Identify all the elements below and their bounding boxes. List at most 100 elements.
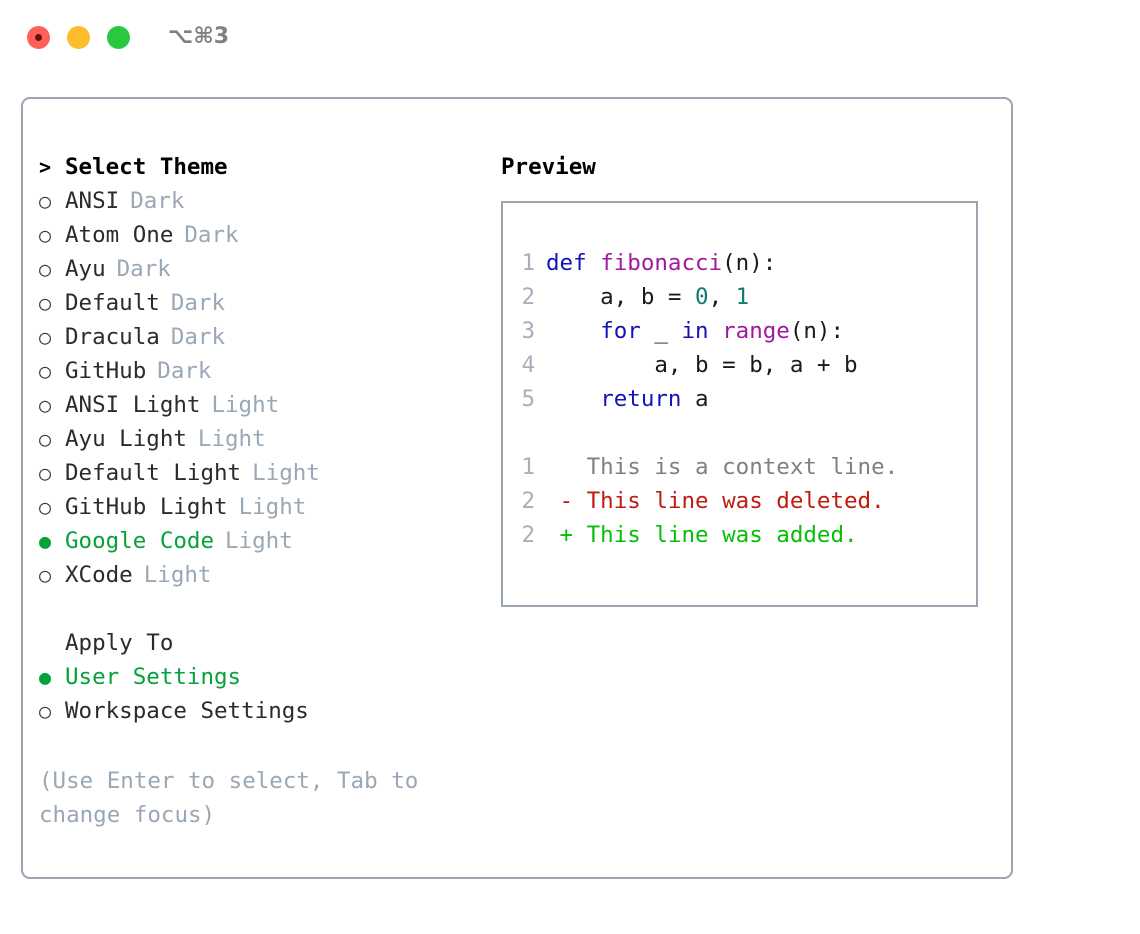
theme-name-label: Ayu Light xyxy=(65,426,187,452)
apply-to-list: ● User Settings ○Workspace Settings xyxy=(39,660,479,728)
theme-variant-badge: Dark xyxy=(130,188,185,214)
apply-to-title: Apply To xyxy=(65,630,174,656)
select-theme-heading: >Select Theme xyxy=(39,150,479,184)
code-token-num: 1 xyxy=(735,284,750,310)
theme-list-item[interactable]: ○ Default Light Light xyxy=(39,456,479,490)
code-line-number: 3 xyxy=(521,318,535,344)
code-token-kw: def xyxy=(546,250,601,276)
code-line-text: for _ in range(n): xyxy=(546,314,844,348)
code-token-num: 0 xyxy=(695,284,709,310)
theme-list-item[interactable]: ○ Atom One Dark xyxy=(39,218,479,252)
radio-selected-icon[interactable]: ● xyxy=(39,665,52,689)
code-token-fn: range xyxy=(722,318,790,344)
radio-unselected-icon[interactable]: ○ xyxy=(39,563,52,587)
theme-variant-badge: Dark xyxy=(184,222,239,248)
radio-unselected-icon[interactable]: ○ xyxy=(39,257,52,281)
minimize-button[interactable] xyxy=(67,26,90,49)
preview-title: Preview xyxy=(501,154,596,180)
code-token-plain xyxy=(546,318,600,344)
theme-variant-badge: Dark xyxy=(157,358,212,384)
theme-variant-badge: Light xyxy=(143,562,212,588)
code-token-kw: return xyxy=(600,386,682,412)
radio-unselected-icon[interactable]: ○ xyxy=(39,427,52,451)
radio-unselected-icon[interactable]: ○ xyxy=(39,223,52,247)
radio-unselected-icon[interactable]: ○ xyxy=(39,291,52,315)
code-token-plain: a, b = b, a + b xyxy=(546,352,858,378)
theme-name-label: Ayu xyxy=(65,256,106,282)
code-token-plain: a xyxy=(681,386,709,412)
code-line: 5 return a xyxy=(509,382,972,416)
theme-name-label: Atom One xyxy=(65,222,174,248)
radio-unselected-icon[interactable]: ○ xyxy=(39,325,52,349)
theme-name-label: Default Light xyxy=(65,460,242,486)
diff-line-number: 1 xyxy=(521,454,535,480)
keyboard-shortcut-label: ⌥⌘3 xyxy=(168,24,230,49)
select-theme-title: Select Theme xyxy=(65,154,228,180)
theme-name-label: GitHub xyxy=(65,358,147,384)
diff-line-number: 2 xyxy=(521,488,535,514)
radio-unselected-icon[interactable]: ○ xyxy=(39,461,52,485)
code-line: 2 a, b = 0, 1 xyxy=(509,280,972,314)
theme-variant-badge: Dark xyxy=(170,324,226,350)
apply-to-heading: ○Apply To xyxy=(39,626,479,660)
code-token-punct: (n): xyxy=(789,318,845,344)
code-line-number: 5 xyxy=(521,386,535,412)
theme-name-label: Dracula xyxy=(65,324,160,350)
theme-variant-badge: Light xyxy=(211,392,280,418)
theme-name-label: Google Code xyxy=(65,528,215,554)
window-titlebar: ⌥⌘3 xyxy=(0,0,1140,78)
theme-list-item[interactable]: ○ Dracula Dark xyxy=(39,320,479,354)
radio-unselected-icon[interactable]: ○ xyxy=(39,393,52,417)
diff-line: 2 + This line was added. xyxy=(509,518,972,552)
radio-selected-icon[interactable]: ● xyxy=(39,529,52,553)
theme-variant-badge: Light xyxy=(252,460,320,486)
maximize-button[interactable] xyxy=(107,26,130,49)
code-diff-separator xyxy=(509,416,972,450)
code-token-kw: for xyxy=(600,318,641,344)
radio-unselected-icon[interactable]: ○ xyxy=(39,359,52,383)
apply-to-list-item[interactable]: ○Workspace Settings xyxy=(39,694,479,728)
close-button[interactable] xyxy=(27,26,50,49)
theme-list-item[interactable]: ○ GitHub Light Light xyxy=(39,490,479,524)
theme-name-label: XCode xyxy=(65,562,133,588)
radio-unselected-icon[interactable]: ○ xyxy=(39,189,52,213)
code-line: 1 def fibonacci(n): xyxy=(509,246,972,280)
theme-variant-badge: Light xyxy=(197,426,266,452)
code-line-number: 1 xyxy=(521,250,535,276)
window-controls xyxy=(27,26,130,49)
theme-name-label: ANSI xyxy=(65,188,120,214)
code-token-punct: (n): xyxy=(722,250,777,276)
theme-list-item[interactable]: ○ XCode Light xyxy=(39,558,479,592)
theme-list-item[interactable]: ○ Ayu Light Light xyxy=(39,422,479,456)
code-token-plain xyxy=(546,386,600,412)
code-line-text: a, b = 0, 1 xyxy=(546,280,749,314)
code-line-text: a, b = b, a + b xyxy=(546,348,858,382)
code-line-text: return a xyxy=(546,382,709,416)
apply-to-label: User Settings xyxy=(65,664,242,690)
code-line-text: def fibonacci(n): xyxy=(546,246,776,280)
diff-line-text: + This line was added. xyxy=(546,522,858,548)
theme-list-item[interactable]: ○ ANSI Dark xyxy=(39,184,479,218)
apply-to-list-item[interactable]: ● User Settings xyxy=(39,660,479,694)
theme-list-item[interactable]: ○ GitHub Dark xyxy=(39,354,479,388)
diff-line-text: This is a context line. xyxy=(546,454,899,480)
code-line-number: 2 xyxy=(521,284,535,310)
radio-unselected-icon[interactable]: ○ xyxy=(39,699,52,723)
theme-variant-badge: Light xyxy=(238,494,307,520)
radio-unselected-icon[interactable]: ○ xyxy=(39,495,52,519)
code-token-plain: , xyxy=(708,284,736,310)
theme-name-label: GitHub Light xyxy=(65,494,228,520)
theme-variant-badge: Dark xyxy=(116,256,171,282)
code-line: 4 a, b = b, a + b xyxy=(509,348,972,382)
diff-line: 1 This is a context line. xyxy=(509,450,972,484)
theme-list-item[interactable]: ○ Ayu Dark xyxy=(39,252,479,286)
